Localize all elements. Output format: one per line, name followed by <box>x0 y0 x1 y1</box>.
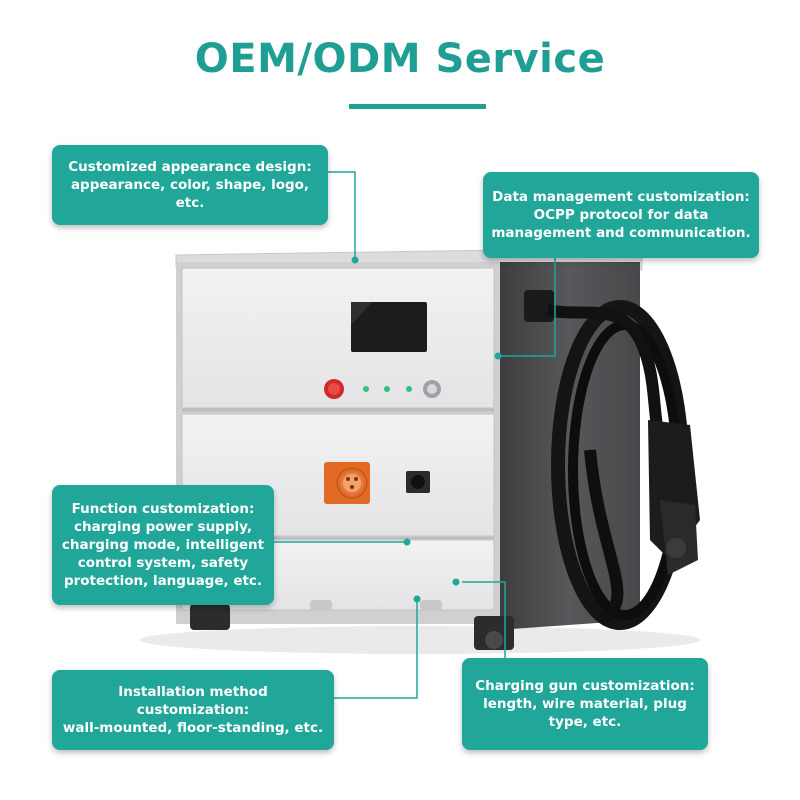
callout-data-management: Data management customization: OCPP prot… <box>483 172 759 258</box>
charging-gun-icon <box>524 290 700 630</box>
callout-appearance-text: Customized appearance design: appearance… <box>68 159 312 211</box>
callout-charging-gun: Charging gun customization: length, wire… <box>462 658 708 750</box>
callout-appearance: Customized appearance design: appearance… <box>52 145 328 225</box>
callout-function: Function customization: charging power s… <box>52 485 274 605</box>
caster-left <box>190 604 230 630</box>
key-switch-icon <box>423 380 441 398</box>
charging-socket-icon <box>324 462 370 504</box>
emergency-stop-icon <box>324 379 344 399</box>
title-underline <box>349 104 486 109</box>
power-connector-icon <box>406 471 430 493</box>
floor-shadow <box>140 626 700 654</box>
indicator-light-icon <box>363 386 369 392</box>
callout-installation: Installation method customization: wall-… <box>52 670 334 750</box>
callout-charging-gun-text: Charging gun customization: length, wire… <box>475 678 695 730</box>
page-title: OEM/ODM Service <box>194 36 606 82</box>
callout-data-management-text: Data management customization: OCPP prot… <box>491 189 751 241</box>
display-screen <box>351 302 427 352</box>
callout-function-text: Function customization: charging power s… <box>61 501 265 589</box>
callout-installation-text: Installation method customization: wall-… <box>62 684 324 736</box>
